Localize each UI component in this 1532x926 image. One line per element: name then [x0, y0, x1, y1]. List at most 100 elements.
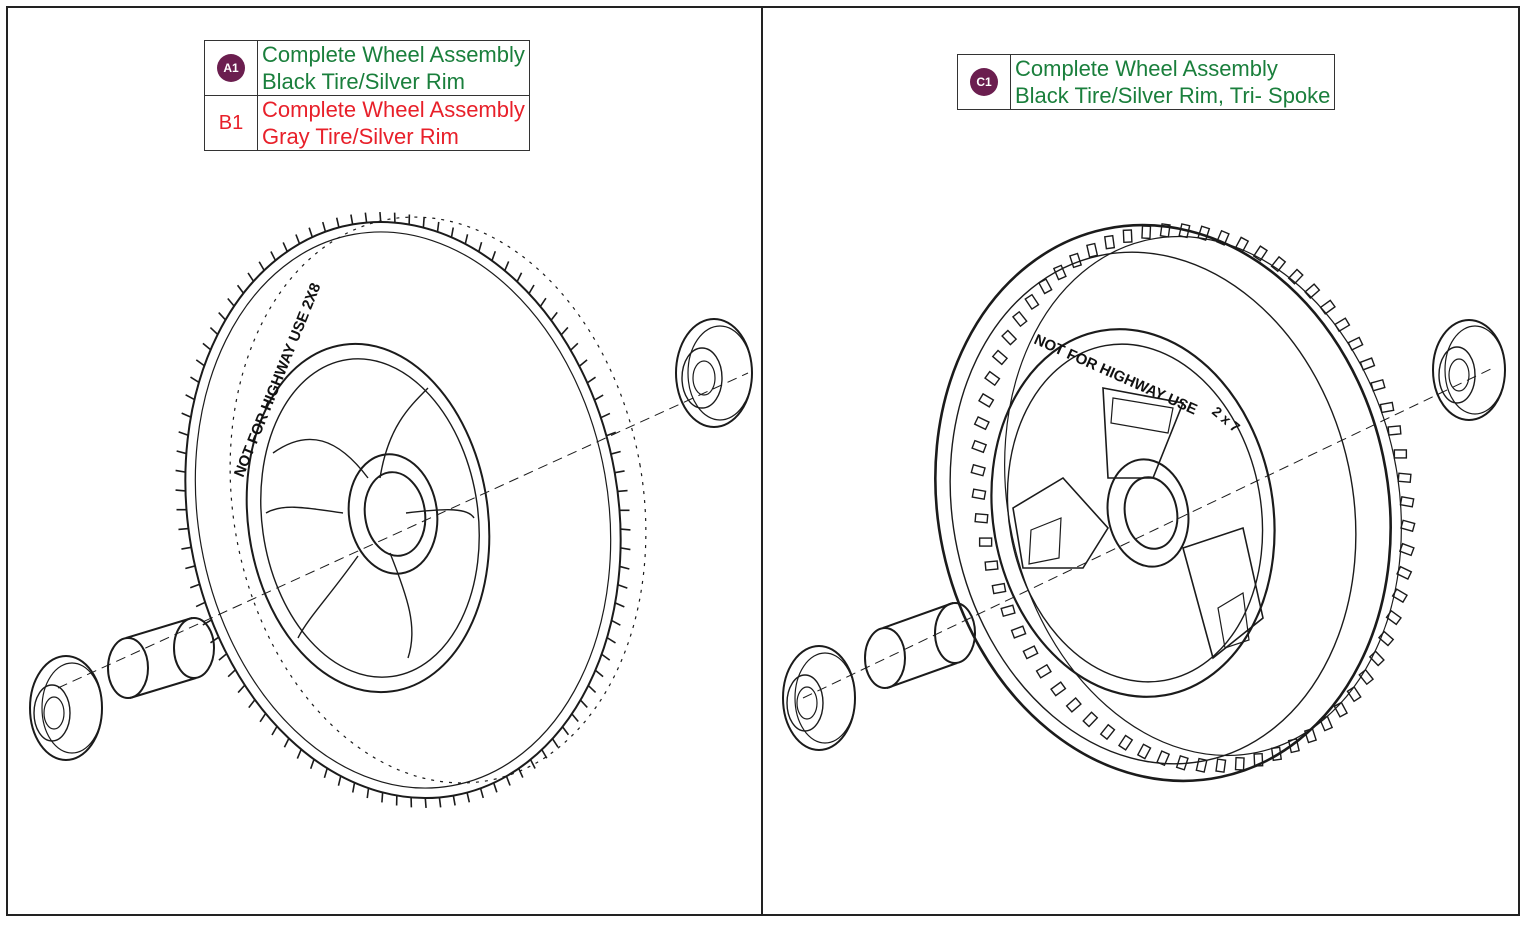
tread-block [978, 537, 993, 547]
tire-size-text: 2 x 7 [1209, 403, 1243, 435]
tread-spike [296, 749, 302, 759]
hub-bore [1123, 476, 1179, 550]
wheel-a1 [29, 211, 753, 809]
tread-block [1319, 715, 1334, 732]
tread-block [1333, 701, 1349, 718]
tread-spike [479, 788, 485, 799]
tread-block [1052, 264, 1067, 281]
tread-spike [619, 565, 630, 570]
tread-spike [350, 214, 354, 225]
tread-block [1347, 336, 1364, 351]
tread-block [971, 488, 987, 501]
tread-block [991, 349, 1009, 366]
tread-spike [323, 767, 329, 779]
tread-spike [594, 669, 604, 678]
tread-block [1377, 630, 1395, 647]
tread-block [974, 512, 989, 524]
tread-spike [282, 242, 288, 252]
tread-spike [309, 759, 315, 769]
tread-block [1037, 278, 1053, 295]
tread-spike [195, 601, 206, 608]
tread-block [1270, 255, 1287, 273]
tread-block [1358, 668, 1375, 686]
tread-block [984, 560, 999, 571]
tread-spike [176, 450, 187, 455]
tread-spike [518, 768, 524, 778]
tread-block [1393, 449, 1408, 459]
wheel-assembly-drawing-a1: NOT FOR HIGHWAY USE 2X8 [29, 211, 753, 809]
tread-spike [227, 669, 236, 678]
tread-block [978, 392, 995, 408]
spacer-tube [864, 602, 976, 689]
tread-spike [364, 212, 368, 223]
tread-block [1397, 472, 1412, 484]
tread-spike [209, 326, 219, 336]
tread-block [1035, 663, 1052, 679]
legend-row-a1: A1 Complete Wheel Assembly Black Tire/Si… [204, 40, 530, 96]
tread-spike [561, 726, 570, 736]
wheel-assembly-drawing-c1: NOT FOR HIGHWAY USE 2 x 7 [782, 223, 1506, 783]
tread-spike [379, 211, 382, 223]
legend-row-b1: B1 Complete Wheel Assembly Gray Tire/Sil… [204, 95, 530, 151]
tread-spike [218, 653, 228, 661]
rim-inner [1006, 343, 1264, 683]
tread-block [1334, 317, 1351, 333]
tread-spike [351, 782, 356, 793]
axle-centerline [57, 372, 749, 689]
tread-block [1117, 734, 1134, 751]
tread-spike [570, 342, 579, 351]
legend-desc-b1: Complete Wheel Assembly Gray Tire/Silver… [257, 95, 530, 151]
panel-divider [761, 6, 763, 916]
tire-outer [184, 220, 622, 800]
tread-spike [190, 376, 200, 384]
tread-block [1303, 727, 1318, 744]
tread-spike [560, 326, 569, 336]
tread-spike [477, 241, 483, 253]
tread-block [1287, 268, 1304, 285]
tread-block [1304, 283, 1321, 299]
tread-block [1103, 234, 1116, 250]
tire-inner-edge [194, 231, 612, 789]
tread-spike [620, 528, 631, 531]
tread-block [1234, 756, 1245, 771]
tread-spike [185, 394, 195, 401]
tread-block [991, 582, 1007, 595]
tread-spike [236, 284, 245, 294]
tread-spike [529, 759, 536, 769]
tread-spike [202, 619, 212, 626]
part-code-b1: B1 [204, 95, 258, 151]
tread-spike [227, 297, 235, 307]
tread-spike [259, 713, 267, 723]
tread-spike [505, 775, 511, 786]
tread-block [1022, 645, 1039, 660]
tread-spike [321, 221, 327, 232]
tread-spike [578, 359, 588, 367]
tread-block [1398, 542, 1415, 557]
tread-block [1197, 225, 1211, 242]
tread-spike [450, 227, 455, 238]
tread-spike [175, 489, 186, 492]
tread-spike [424, 797, 427, 809]
tread-block [971, 439, 988, 454]
tread-block [1368, 650, 1385, 667]
tread-spike [571, 713, 579, 723]
tread-spikes [175, 211, 631, 809]
tread-spike [366, 788, 370, 799]
tread-spike [504, 261, 510, 271]
tread-block [1175, 754, 1189, 771]
tread-spike [270, 251, 277, 261]
tread-spike [528, 284, 535, 295]
diagram-frame [6, 6, 1520, 916]
legend-code-cell: C1 [957, 54, 1011, 110]
tread-spike [308, 227, 314, 238]
tread-block [1086, 242, 1099, 258]
legend-line2: Gray Tire/Silver Rim [262, 124, 459, 149]
tread-block [1399, 495, 1415, 508]
tread-spike [492, 782, 498, 793]
hub-outer [347, 453, 439, 575]
tread-spike [247, 272, 255, 282]
tread-block [1215, 229, 1230, 246]
tread-block [1287, 738, 1300, 754]
tread-spike [181, 546, 192, 550]
tread-block [1099, 723, 1116, 741]
